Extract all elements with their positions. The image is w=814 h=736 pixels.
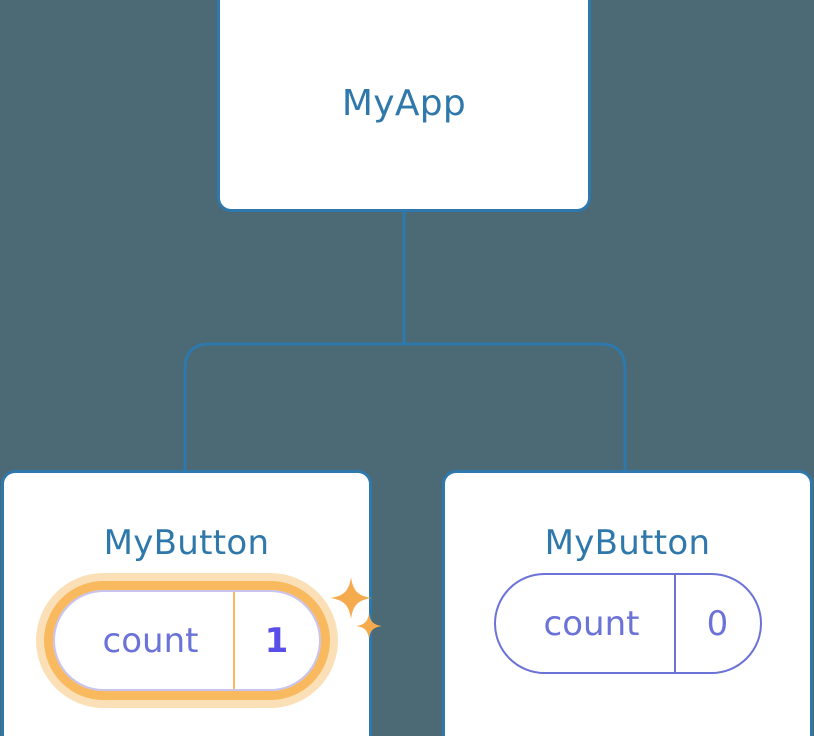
- node-myapp-title: MyApp: [341, 82, 467, 124]
- state-pill-right[interactable]: count 0: [493, 573, 762, 674]
- state-pill-shell-right: count 0: [493, 573, 762, 674]
- state-value-left: 1: [232, 592, 319, 689]
- state-pill-highlight-left: count 1: [35, 573, 382, 708]
- state-key-right: count: [543, 603, 640, 644]
- state-pill-wrap-left: count 1: [4, 573, 382, 708]
- node-mybutton-left[interactable]: MyButton count 1: [1, 470, 382, 736]
- node-myapp[interactable]: MyApp: [217, 0, 591, 212]
- node-mybutton-left-title: MyButton: [103, 523, 270, 563]
- edge-bus-with-drops: [183, 342, 627, 472]
- state-value-right: 0: [673, 575, 760, 672]
- node-mybutton-right-title: MyButton: [544, 523, 711, 563]
- state-pill-left[interactable]: count 1: [52, 590, 321, 691]
- state-pill-wrap-right: count 0: [445, 573, 810, 674]
- node-mybutton-right[interactable]: MyButton count 0: [442, 470, 813, 736]
- sparkle-large-icon: [329, 577, 372, 619]
- state-key-left: count: [102, 620, 199, 661]
